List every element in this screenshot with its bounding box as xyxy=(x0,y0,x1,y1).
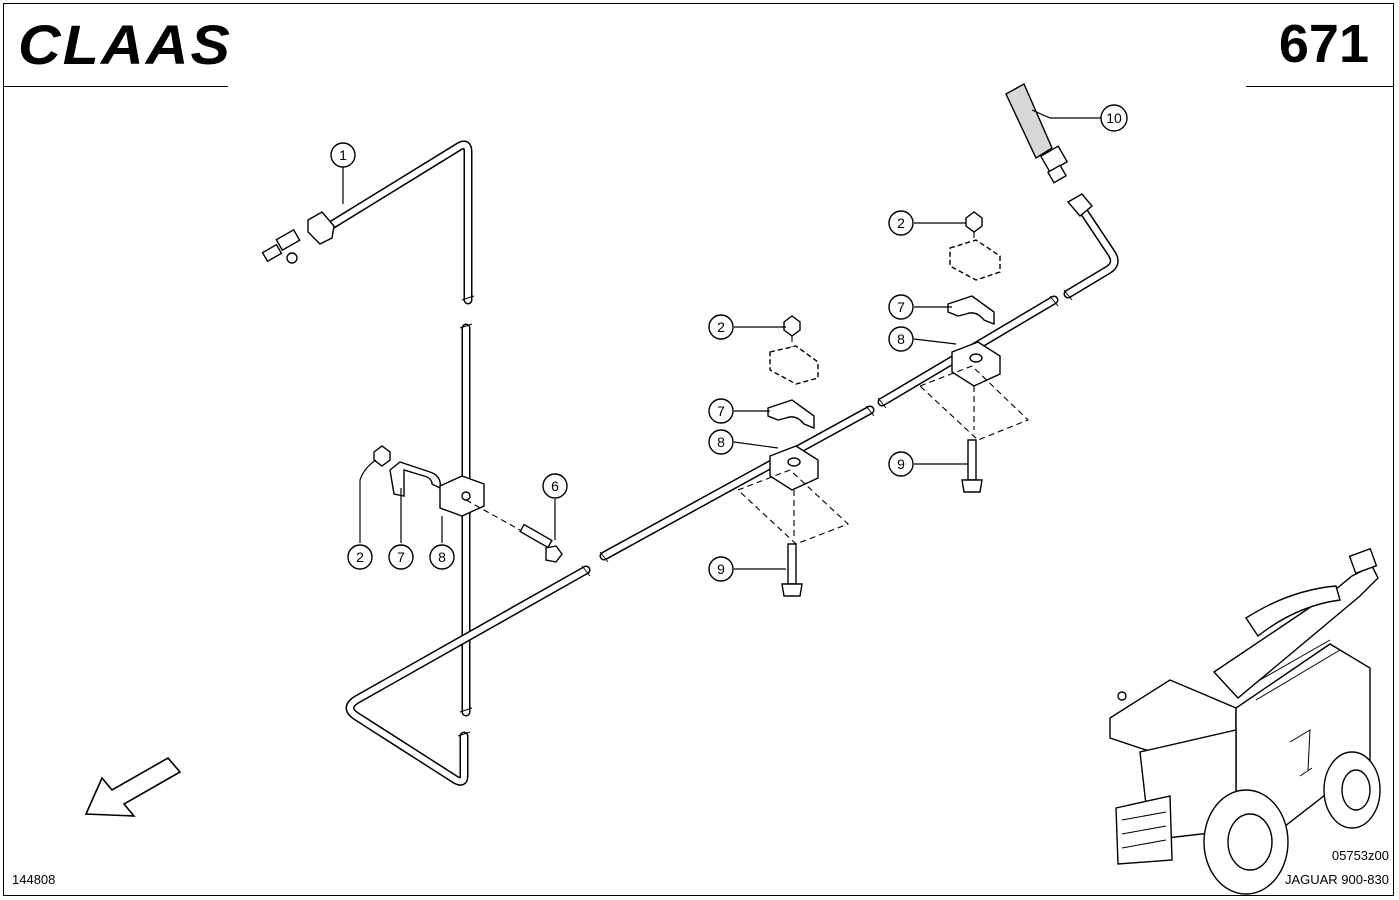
page-number: 671 xyxy=(1278,14,1369,74)
svg-text:6: 6 xyxy=(551,478,559,494)
callout-2-right: 2 xyxy=(888,210,914,236)
svg-text:9: 9 xyxy=(717,561,725,577)
header-rule-right xyxy=(1246,86,1394,87)
svg-text:1: 1 xyxy=(339,147,347,163)
callout-7-middle: 7 xyxy=(708,398,734,424)
callout-9-right: 9 xyxy=(888,451,914,477)
direction-arrow-icon xyxy=(84,756,182,817)
callout-2-left: 2 xyxy=(347,544,373,570)
svg-text:8: 8 xyxy=(717,434,725,450)
svg-text:8: 8 xyxy=(438,549,446,565)
clamp-group-right xyxy=(918,211,1029,493)
svg-text:7: 7 xyxy=(717,403,725,419)
svg-text:2: 2 xyxy=(897,215,905,231)
callout-7-left: 7 xyxy=(388,544,414,570)
callout-10: 10 xyxy=(1100,104,1128,132)
logo-text: CLAAS xyxy=(18,14,232,70)
callout-6: 6 xyxy=(542,473,568,499)
pipe-main-diagonal xyxy=(599,201,1119,561)
clamp-group-left xyxy=(373,445,563,563)
claas-logo: CLAAS xyxy=(18,14,232,70)
model-label: JAGUAR 900-830 xyxy=(1284,872,1389,887)
callout-1: 1 xyxy=(330,142,356,168)
pipe-assembly-left xyxy=(325,140,591,786)
header-rule-left xyxy=(3,86,228,87)
svg-text:7: 7 xyxy=(397,549,405,565)
callout-2-middle: 2 xyxy=(708,314,734,340)
svg-text:8: 8 xyxy=(897,331,905,347)
image-code: 05753z00 xyxy=(1331,848,1389,863)
svg-text:9: 9 xyxy=(897,456,905,472)
drawing-id: 144808 xyxy=(12,872,56,887)
fitting-nut xyxy=(261,211,335,264)
clamp-group-middle xyxy=(736,315,850,597)
svg-text:2: 2 xyxy=(717,319,725,335)
leader-lines xyxy=(342,109,1101,570)
callout-9-middle: 9 xyxy=(708,556,734,582)
drawing-frame xyxy=(3,3,1394,896)
hose-end xyxy=(1005,83,1093,217)
pipe-break-marks xyxy=(457,289,1073,737)
svg-text:7: 7 xyxy=(897,299,905,315)
callout-8-middle: 8 xyxy=(708,429,734,455)
svg-text:10: 10 xyxy=(1106,110,1122,126)
callout-8-right: 8 xyxy=(888,326,914,352)
callout-7-right: 7 xyxy=(888,294,914,320)
svg-text:2: 2 xyxy=(356,549,364,565)
callout-8-left: 8 xyxy=(429,544,455,570)
forage-harvester-illustration xyxy=(1109,547,1381,895)
